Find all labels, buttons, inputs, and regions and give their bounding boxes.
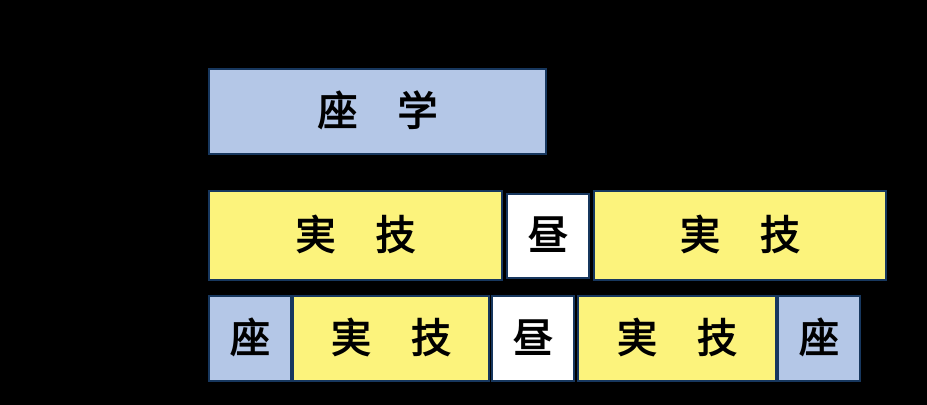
practical-block-row2-am: 実 技 bbox=[208, 190, 503, 281]
practical-block-row3-am: 実 技 bbox=[292, 295, 490, 382]
lunch-block-row2: 昼 bbox=[506, 193, 590, 279]
lunch-block-label: 昼 bbox=[528, 213, 568, 259]
lecture-block-label: 座 bbox=[799, 315, 839, 362]
lecture-block-label: 座 bbox=[230, 315, 270, 362]
lunch-block-label: 昼 bbox=[513, 315, 553, 362]
lecture-block-label: 座 学 bbox=[317, 88, 438, 135]
lunch-block-row3: 昼 bbox=[491, 295, 575, 382]
practical-block-label: 実 技 bbox=[617, 315, 737, 362]
practical-block-label: 実 技 bbox=[680, 212, 800, 259]
lecture-block-row3-pm: 座 bbox=[777, 295, 861, 382]
practical-block-label: 実 技 bbox=[331, 315, 451, 362]
lecture-block-row1: 座 学 bbox=[208, 68, 547, 155]
lecture-block-row3-am: 座 bbox=[208, 295, 292, 382]
practical-block-row3-pm: 実 技 bbox=[577, 295, 777, 382]
practical-block-label: 実 技 bbox=[295, 212, 416, 259]
practical-block-row2-pm: 実 技 bbox=[593, 190, 887, 281]
